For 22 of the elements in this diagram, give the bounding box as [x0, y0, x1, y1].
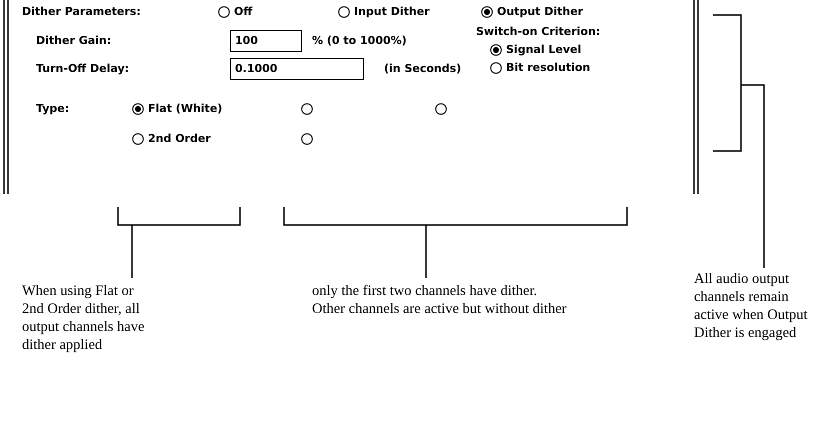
- leader-line: [131, 225, 133, 278]
- radio-label: Signal Level: [506, 42, 582, 58]
- field-label: Dither Gain:: [36, 33, 112, 49]
- radio-label: Flat (White): [148, 100, 222, 117]
- field-label: Turn-Off Delay:: [36, 61, 130, 77]
- input-field: 100: [230, 30, 302, 52]
- radio-label: Bit resolution: [506, 60, 590, 76]
- field-label: (in Seconds): [384, 61, 462, 77]
- caption-text: only the first two channels have dither. Other channels are active but without dither: [312, 282, 568, 318]
- field-label: Type:: [36, 101, 70, 117]
- radio-label: Input Dither: [354, 4, 430, 20]
- field-label: % (0 to 1000%): [312, 33, 407, 49]
- field-label: Switch-on Criterion:: [476, 24, 600, 40]
- leader-line: [741, 84, 765, 268]
- field-label: Dither Parameters:: [22, 4, 141, 20]
- radio-label: 2nd Order: [148, 130, 211, 147]
- caption-text: When using Flat or 2nd Order dither, all output channels have dither applied: [22, 282, 146, 354]
- radio-label: Output Dither: [497, 4, 584, 20]
- leader-line: [425, 225, 427, 278]
- radio-label: Off: [234, 4, 252, 20]
- input-field: 0.1000: [230, 58, 364, 80]
- caption-text: All audio output channels remain active when Output Dither is engaged: [694, 270, 809, 342]
